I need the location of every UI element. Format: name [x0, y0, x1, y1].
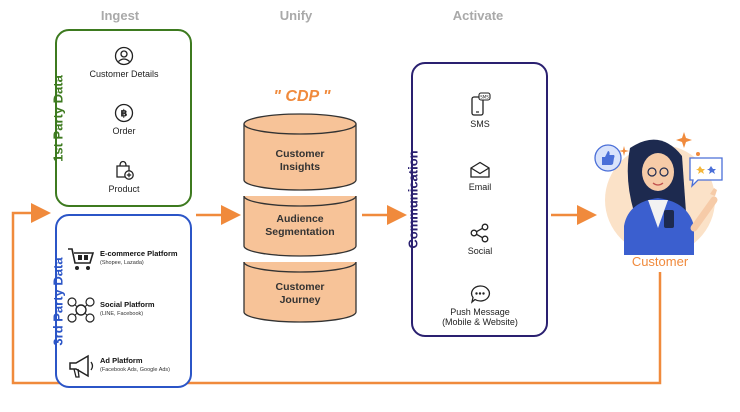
- ecommerce-platform-title: E-commerce Platform: [100, 249, 178, 258]
- column-header-activate: Activate: [452, 8, 504, 23]
- megaphone-icon: [69, 354, 94, 378]
- svg-text:SMS: SMS: [480, 94, 489, 99]
- raised-arm: [690, 196, 718, 232]
- ecommerce-platform-item: E-commerce Platform (Shopee, Lazada): [66, 245, 178, 273]
- email-item: Email: [430, 161, 530, 192]
- customer-insights-label: Customer Insights: [244, 148, 356, 174]
- social-platform-title: Social Platform: [100, 300, 155, 309]
- share-icon: [470, 223, 489, 243]
- social-label: Social: [467, 246, 493, 256]
- column-header-ingest: Ingest: [100, 8, 140, 23]
- audience-segmentation-line1: Audience: [276, 213, 324, 225]
- audience-segmentation-label: Audience Segmentation: [244, 213, 356, 239]
- jacket: [624, 198, 694, 255]
- product-item: Product: [70, 159, 178, 194]
- cdp-cylinder-stack: [243, 113, 357, 323]
- order-item: ฿ Order: [70, 103, 178, 136]
- shopping-cart-icon: [68, 248, 95, 270]
- communication-title: Communication: [405, 150, 421, 249]
- ecommerce-platform-sub: (Shopee, Lazada): [100, 260, 144, 266]
- third-party-data-box: [55, 214, 192, 388]
- shirt: [648, 200, 668, 228]
- ad-platform-item: Ad Platform (Facebook Ads, Google Ads): [66, 352, 170, 380]
- sparkle-decor: [619, 132, 700, 156]
- social-platform-sub: (LINE, Facebook): [100, 311, 144, 317]
- audience-segmentation-line2: Segmentation: [265, 226, 335, 238]
- customer-insights-line2: Insights: [279, 161, 321, 173]
- social-item: Social: [430, 223, 530, 256]
- face: [642, 153, 674, 191]
- feedback-loop-arrow: [11, 203, 662, 385]
- customer-insights-line1: Customer: [275, 148, 325, 160]
- cdp-disk-1: [243, 113, 357, 191]
- sms-label: SMS: [470, 119, 490, 129]
- customer-journey-label: Customer Journey: [244, 281, 356, 307]
- push-message-label: Push Message: [450, 307, 510, 317]
- chat-stars-bubble-icon: [689, 157, 723, 188]
- coin-icon: ฿: [114, 103, 134, 123]
- customer-journey-line2: Journey: [279, 294, 321, 306]
- push-message-item: Push Message (Mobile & Website): [425, 284, 535, 327]
- ad-platform-sub: (Facebook Ads, Google Ads): [100, 367, 171, 373]
- customer-details-label: Customer Details: [89, 69, 159, 79]
- chat-bubble-icon: [470, 285, 491, 304]
- cdp-title: " CDP ": [273, 88, 331, 105]
- social-network-icon: [67, 297, 95, 323]
- email-label: Email: [468, 182, 492, 192]
- customer-details-icon: [114, 46, 134, 66]
- communication-box: [411, 62, 548, 337]
- first-party-data-title: 1st Party Data: [50, 75, 66, 162]
- push-message-sub: (Mobile & Website): [442, 317, 518, 327]
- email-envelope-icon: [470, 161, 490, 178]
- order-label: Order: [112, 126, 136, 136]
- column-header-unify: Unify: [279, 8, 313, 23]
- customer-journey-line1: Customer: [275, 281, 325, 293]
- sms-phone-icon: SMS: [471, 92, 491, 116]
- svg-text:฿: ฿: [121, 109, 128, 120]
- cdp-disk-2: [243, 195, 357, 257]
- social-platform-item: Social Platform (LINE, Facebook): [66, 296, 155, 324]
- customer-illustration: [594, 132, 723, 255]
- customer-label: Customer: [631, 254, 689, 269]
- cdp-disk-3: [243, 261, 357, 323]
- ad-platform-title: Ad Platform: [100, 356, 143, 365]
- thumbs-up-bubble-icon: [594, 144, 622, 172]
- shopping-bag-icon: [116, 160, 134, 180]
- customer-details-item: Customer Details: [70, 46, 178, 79]
- product-label: Product: [108, 184, 140, 194]
- sms-item: SMS SMS: [430, 92, 530, 129]
- phone-icon: [664, 210, 674, 228]
- third-party-data-title: 3rd Party Data: [50, 257, 66, 346]
